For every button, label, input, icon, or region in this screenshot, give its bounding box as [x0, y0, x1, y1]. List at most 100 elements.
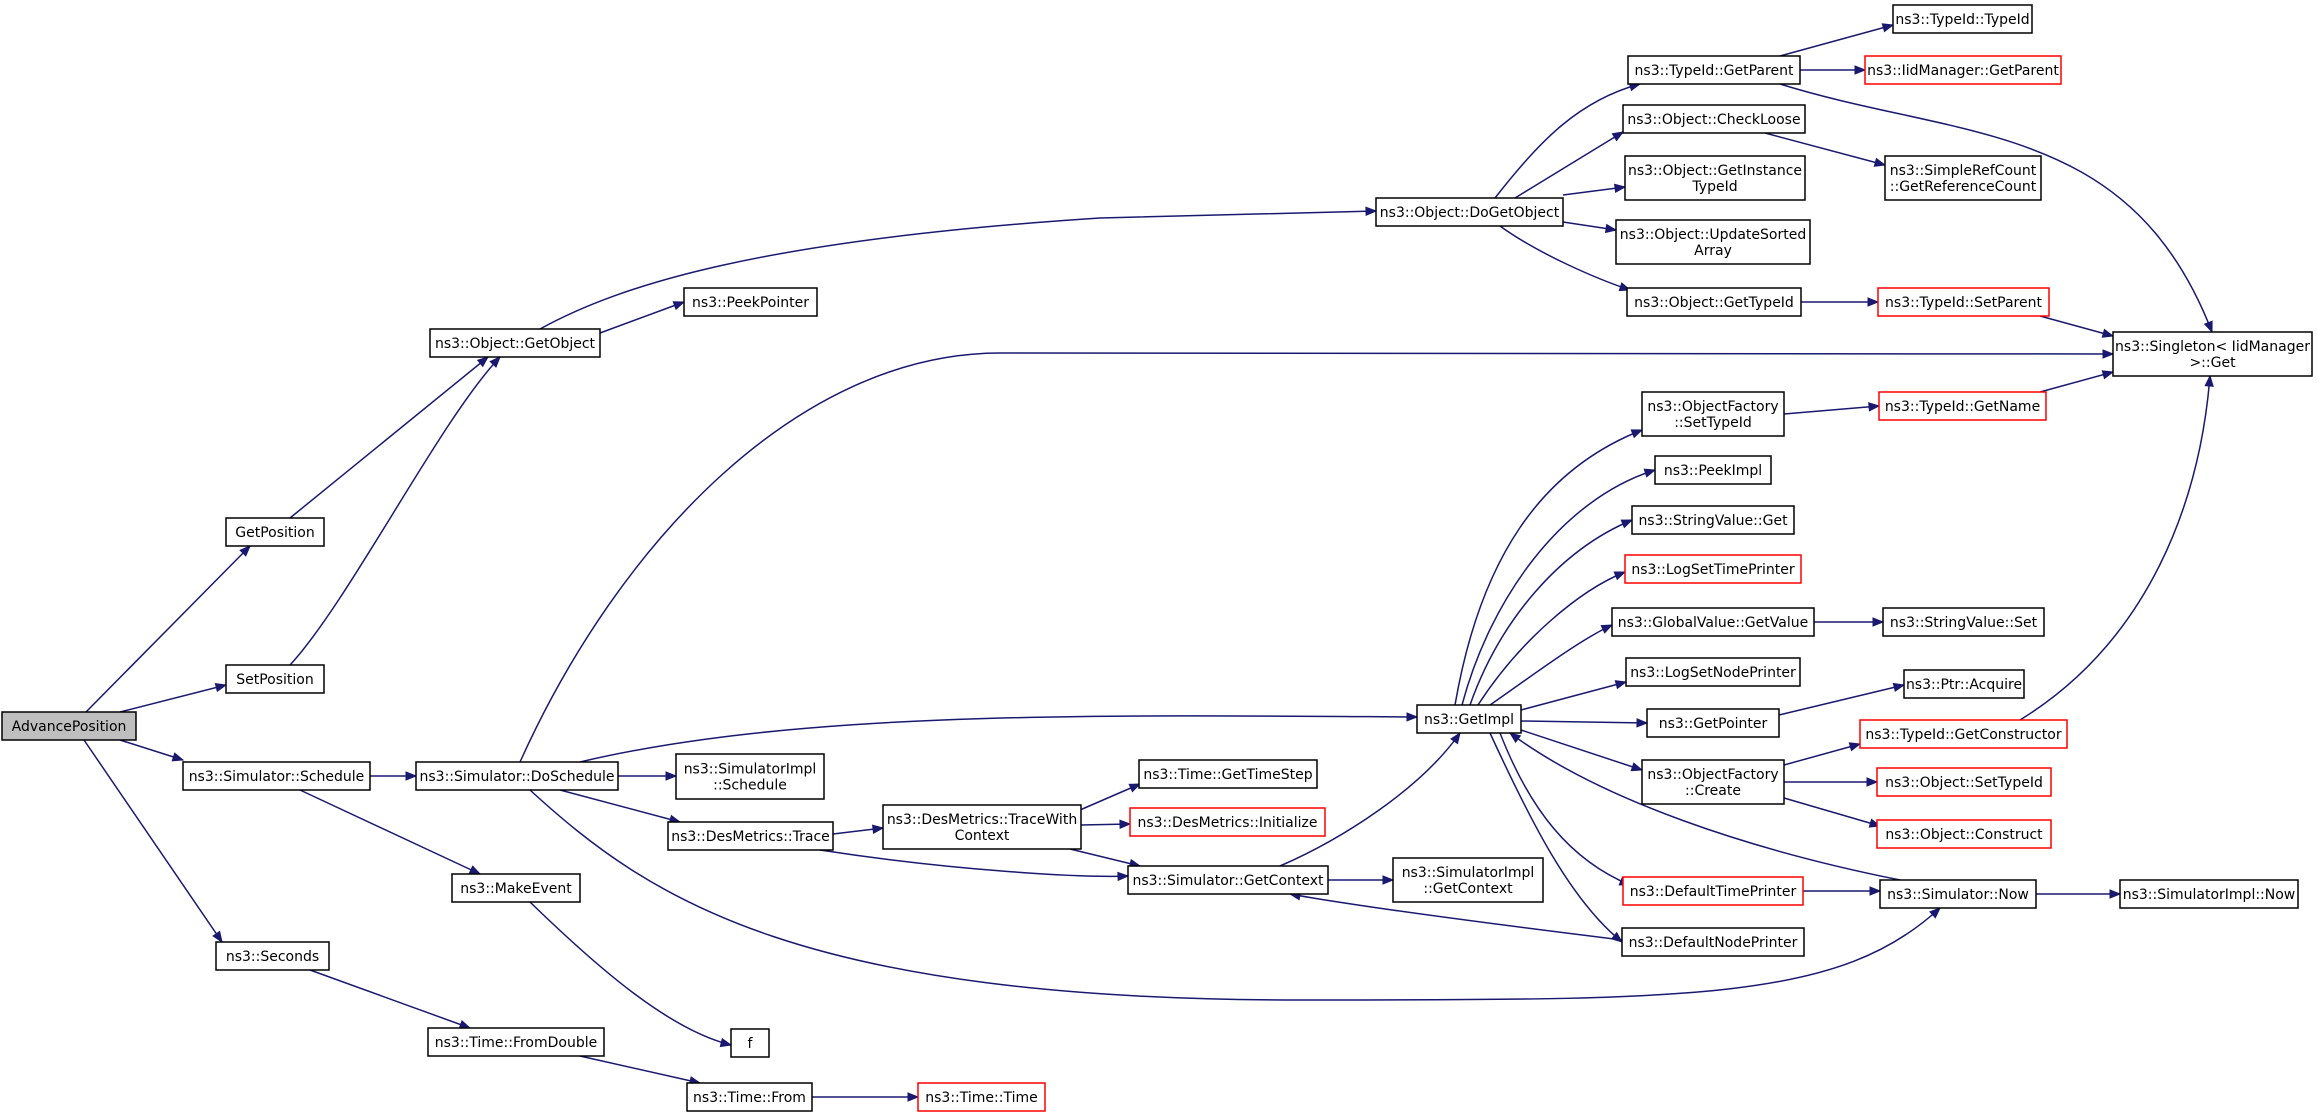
node-label: ns3::Object::GetObject — [435, 336, 596, 352]
node-label: ns3::Object::CheckLoose — [1627, 112, 1800, 128]
node-simulator_getcontext[interactable]: ns3::Simulator::GetContext — [1127, 865, 1329, 895]
node-object_settypeid[interactable]: ns3::Object::SetTypeId — [1876, 767, 2052, 797]
node-set_position[interactable]: SetPosition — [225, 664, 325, 694]
node-seconds[interactable]: ns3::Seconds — [215, 941, 330, 971]
node-objectfactory_create[interactable]: ns3::ObjectFactory::Create — [1641, 759, 1785, 805]
node-stringvalue_set[interactable]: ns3::StringValue::Set — [1882, 607, 2045, 637]
edge-object_dogetobject-to-object_checkloose — [1514, 131, 1625, 199]
node-label: ns3::TypeId::GetName — [1885, 399, 2040, 415]
node-label: ns3::SimulatorImpl — [1402, 865, 1535, 881]
node-object_checkloose[interactable]: ns3::Object::CheckLoose — [1622, 104, 1806, 134]
node-objectfactory_settypeid[interactable]: ns3::ObjectFactory::SetTypeId — [1641, 391, 1785, 437]
node-box — [1621, 927, 1805, 957]
node-f[interactable]: f — [730, 1028, 770, 1058]
node-label: ::GetReferenceCount — [1890, 179, 2037, 195]
node-simulatorimpl_getcontext[interactable]: ns3::SimulatorImpl::GetContext — [1392, 857, 1544, 903]
node-get_position[interactable]: GetPosition — [225, 517, 325, 547]
node-time_from[interactable]: ns3::Time::From — [686, 1082, 813, 1112]
edge-desmetrics_tracewithcontext-to-simulator_getcontext — [1069, 848, 1142, 869]
edge-getimpl-to-globalvalue_getvalue — [1489, 624, 1614, 706]
node-desmetrics_trace[interactable]: ns3::DesMetrics::Trace — [667, 821, 834, 851]
edge-arrowhead — [1873, 157, 1887, 167]
node-singleton_iidmanager_get[interactable]: ns3::Singleton< IidManager >::Get — [2112, 331, 2313, 377]
node-label: ns3::LogSetNodePrinter — [1630, 665, 1796, 681]
edge-object_getobject-to-peekpointer — [599, 301, 686, 334]
node-label: ns3::GetPointer — [1659, 716, 1768, 732]
edge-line — [519, 352, 2114, 763]
edge-simulator_now-to-simulatorimpl_now — [2036, 889, 2122, 899]
node-box — [1611, 607, 1815, 637]
node-box — [1627, 55, 1801, 85]
node-box — [1624, 554, 1802, 584]
node-box — [1641, 391, 1785, 437]
edge-arrowhead — [1854, 65, 1867, 75]
node-box — [225, 517, 325, 547]
node-box — [1878, 391, 2047, 421]
node-box — [675, 753, 825, 800]
edge-object_checkloose-to-simplerefcount_getreferencecount — [1764, 132, 1887, 167]
node-label: ns3::Object::GetTypeId — [1634, 295, 1794, 311]
node-typeid_getparent[interactable]: ns3::TypeId::GetParent — [1627, 55, 1801, 85]
node-typeid_getconstructor[interactable]: ns3::TypeId::GetConstructor — [1859, 719, 2068, 749]
node-globalvalue_getvalue[interactable]: ns3::GlobalValue::GetValue — [1611, 607, 1815, 637]
node-peekpointer[interactable]: ns3::PeekPointer — [683, 287, 818, 317]
node-time_gettimestep[interactable]: ns3::Time::GetTimeStep — [1138, 759, 1318, 789]
edge-line — [83, 739, 223, 943]
node-label: Context — [955, 828, 1010, 844]
node-box — [1129, 807, 1326, 837]
node-time_time[interactable]: ns3::Time::Time — [917, 1082, 1046, 1112]
node-time_fromdouble[interactable]: ns3::Time::FromDouble — [427, 1027, 605, 1057]
edge-simulator_doschedule-to-simulatorimpl_schedule — [618, 771, 678, 781]
node-box — [182, 761, 371, 791]
node-logsetnodeprinter[interactable]: ns3::LogSetNodePrinter — [1625, 657, 1801, 687]
edge-line — [529, 789, 1941, 1001]
node-box — [2112, 331, 2313, 377]
node-typeid_setparent[interactable]: ns3::TypeId::SetParent — [1877, 287, 2050, 317]
node-label: ns3::PeekPointer — [692, 295, 809, 311]
node-typeid_typeid[interactable]: ns3::TypeId::TypeId — [1892, 4, 2033, 34]
node-desmetrics_initialize[interactable]: ns3::DesMetrics::Initialize — [1129, 807, 1326, 837]
node-ptr_acquire[interactable]: ns3::Ptr::Acquire — [1903, 669, 2025, 699]
node-defaulttimeprinter[interactable]: ns3::DefaultTimePrinter — [1622, 876, 1804, 906]
node-simulator_doschedule[interactable]: ns3::Simulator::DoSchedule — [415, 761, 619, 791]
edge-getimpl-to-logsettimeprinter — [1477, 571, 1627, 706]
node-defaultnodeprinter[interactable]: ns3::DefaultNodePrinter — [1621, 927, 1805, 957]
edge-arrowhead — [1872, 617, 1885, 627]
node-advance_position[interactable]: AdvancePosition — [1, 711, 137, 741]
node-getimpl[interactable]: ns3::GetImpl — [1416, 704, 1522, 734]
edge-arrowhead — [458, 1019, 472, 1029]
edge-arrowhead — [1119, 819, 1132, 829]
node-object_dogetobject[interactable]: ns3::Object::DoGetObject — [1375, 197, 1564, 227]
node-object_gettypeid[interactable]: ns3::Object::GetTypeId — [1626, 287, 1802, 317]
node-box — [730, 1028, 770, 1058]
node-simulatorimpl_now[interactable]: ns3::SimulatorImpl::Now — [2119, 879, 2299, 909]
node-object_construct[interactable]: ns3::Object::Construct — [1876, 819, 2052, 849]
edge-object_dogetobject-to-object_updatesortedarray — [1562, 221, 1618, 234]
node-label: ::Create — [1685, 783, 1741, 799]
node-label: ns3::DesMetrics::Initialize — [1137, 815, 1317, 831]
node-simulator_schedule[interactable]: ns3::Simulator::Schedule — [182, 761, 371, 791]
edge-line — [1469, 519, 1633, 706]
node-peekimpl[interactable]: ns3::PeekImpl — [1654, 455, 1772, 485]
node-stringvalue_get[interactable]: ns3::StringValue::Get — [1631, 505, 1795, 535]
edge-arrowhead — [1365, 206, 1378, 217]
node-box — [1876, 819, 2052, 849]
node-getpointer[interactable]: ns3::GetPointer — [1646, 708, 1780, 738]
node-simulatorimpl_schedule[interactable]: ns3::SimulatorImpl::Schedule — [675, 753, 825, 800]
edge-line — [819, 849, 1129, 878]
node-object_getobject[interactable]: ns3::Object::GetObject — [429, 328, 601, 358]
node-simulator_now[interactable]: ns3::Simulator::Now — [1879, 879, 2037, 909]
node-box — [2119, 879, 2299, 909]
edge-arrowhead — [1929, 907, 1941, 919]
node-typeid_getname[interactable]: ns3::TypeId::GetName — [1878, 391, 2047, 421]
node-iidmanager_getparent[interactable]: ns3::IidManager::GetParent — [1864, 55, 2062, 85]
node-simplerefcount_getreferencecount[interactable]: ns3::SimpleRefCount::GetReferenceCount — [1884, 155, 2042, 201]
edge-line — [1520, 720, 1648, 724]
node-makeevent[interactable]: ns3::MakeEvent — [451, 873, 581, 903]
edge-makeevent-to-f — [529, 901, 733, 1048]
node-logsettimeprinter[interactable]: ns3::LogSetTimePrinter — [1624, 554, 1802, 584]
